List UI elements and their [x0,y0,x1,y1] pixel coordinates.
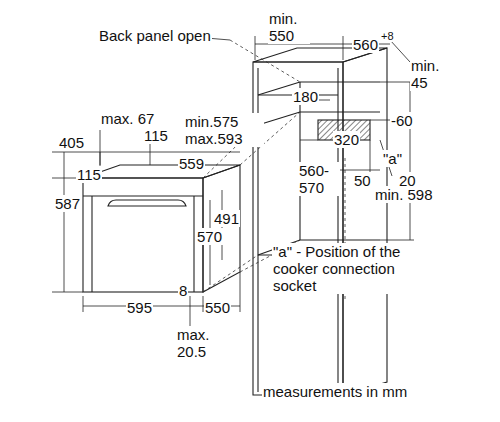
dimension-label: 560- 570 [298,162,340,196]
dimension-label: 560 [352,36,379,53]
dimension-label: min.575 max.593 [184,113,264,147]
dimension-label: min. 45 [410,57,448,91]
dimension-label: 550 [204,299,231,316]
dimension-label: min. 598 [374,186,456,203]
dimension-label: max. 67 [100,110,155,127]
dimension-label: 320 [333,131,360,148]
dimension-label: 50 [353,172,372,189]
dimension-label: 8 [178,282,188,299]
dimension-label: 491 [213,210,240,227]
dimension-label: 570 [196,228,223,245]
dimension-label: Back panel open [98,27,212,44]
dimension-label: measurements in mm [262,383,408,400]
dimension-label: max. 20.5 [176,326,222,360]
dimension-label: 180 [292,88,319,105]
dimension-label: 559 [178,155,205,172]
dimension-label: 115 [76,166,102,183]
dimension-label: "a" - Position of the cooker connection … [272,243,424,294]
dimension-label: 115 [143,127,169,144]
dimension-label: 405 [58,134,85,151]
dimension-label: 595 [126,299,153,316]
dimension-label: min. 550 [268,10,310,44]
dimension-label: 587 [54,195,81,212]
dimension-label: +8 [380,30,395,42]
dimension-label: "a" [382,150,403,167]
dimension-label: -60 [390,112,414,129]
